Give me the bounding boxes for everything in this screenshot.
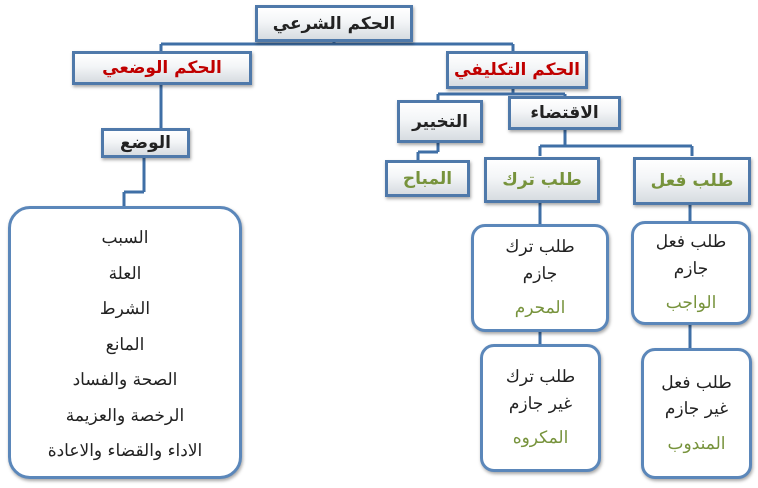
takhyir-node: التخيير <box>397 100 483 143</box>
iqtida-node: الاقتضاء <box>508 96 621 130</box>
muharram-result: المحرم <box>514 298 566 319</box>
mandub-card: طلب فعل غير جازم المندوب <box>641 348 752 479</box>
wadei-item: العلة <box>108 263 142 284</box>
talab-tark-node: طلب ترك <box>484 157 600 203</box>
mandub-line2: غير جازم <box>664 399 729 420</box>
wadei-item: الصحة والفساد <box>72 370 178 390</box>
taklifi-node: الحكم التكليفي <box>446 51 588 89</box>
taklifi-label: الحكم التكليفي <box>454 60 580 80</box>
wadei-item: السبب <box>101 228 149 248</box>
wadei-item: المانع <box>105 334 145 355</box>
mubah-node: المباح <box>385 160 470 197</box>
mandub-result: المندوب <box>667 433 726 454</box>
wajib-line2: جازم <box>673 258 709 279</box>
wadei-item: الشرط <box>99 299 151 319</box>
wadei-label: الحكم الوضعي <box>102 58 222 78</box>
wadh-node: الوضع <box>101 128 190 158</box>
wajib-card: طلب فعل جازم الواجب <box>631 221 751 325</box>
root-label: الحكم الشرعي <box>272 13 396 34</box>
makruh-card: طلب ترك غير جازم المكروه <box>480 344 601 472</box>
talab-fi3l-label: طلب فعل <box>650 171 734 191</box>
talab-fi3l-node: طلب فعل <box>633 157 751 205</box>
takhyir-label: التخيير <box>412 111 468 132</box>
wadei-item: الاداء والقضاء والاعادة <box>47 441 203 461</box>
wajib-result: الواجب <box>665 293 717 314</box>
makruh-line1: طلب ترك <box>505 367 576 388</box>
wadei-items-list: السبب العلة الشرط المانع الصحة والفساد ا… <box>8 206 242 479</box>
mandub-line1: طلب فعل <box>661 372 732 393</box>
wadei-node: الحكم الوضعي <box>72 51 252 85</box>
iqtida-label: الاقتضاء <box>530 103 599 123</box>
wadei-item: الرخصة والعزيمة <box>65 405 185 426</box>
muharram-line1: طلب ترك <box>505 237 575 258</box>
wajib-line1: طلب فعل <box>655 232 727 253</box>
talab-tark-label: طلب ترك <box>502 170 582 190</box>
mubah-label: المباح <box>402 168 453 189</box>
root-node: الحكم الشرعي <box>255 5 413 42</box>
makruh-line2: غير جازم <box>508 393 573 414</box>
wadh-label: الوضع <box>120 133 171 153</box>
muharram-line2: جازم <box>522 263 558 284</box>
makruh-result: المكروه <box>512 428 569 449</box>
muharram-card: طلب ترك جازم المحرم <box>471 224 609 332</box>
